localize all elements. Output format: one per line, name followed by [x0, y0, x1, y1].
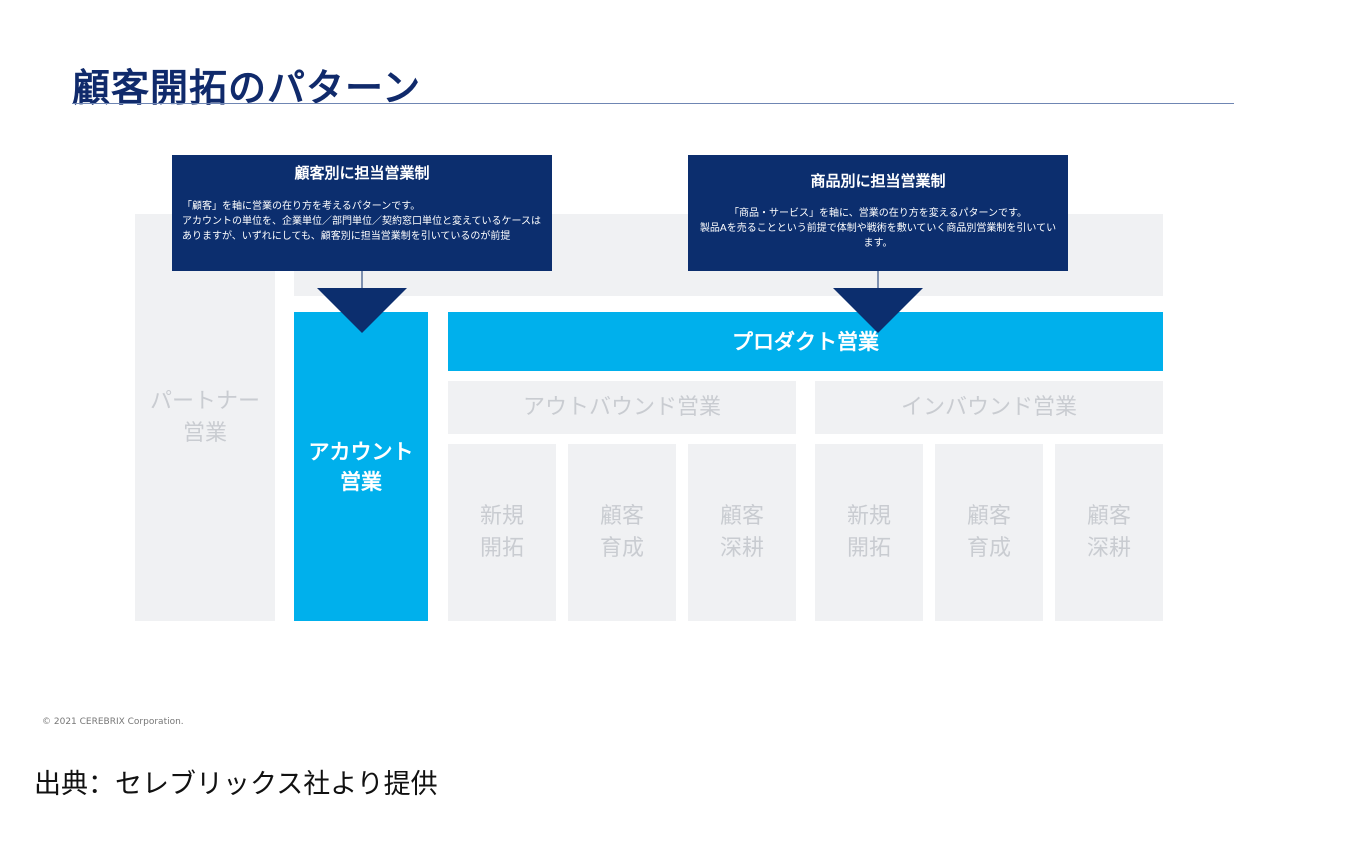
- outbound-new-box: 新規 開拓: [448, 444, 556, 621]
- account-sales-box: アカウント 営業: [294, 312, 428, 621]
- page-title: 顧客開拓のパターン: [72, 66, 422, 110]
- inbound-deepen-label: 顧客 深耕: [1086, 503, 1131, 561]
- product-pointer-arrow: [833, 270, 923, 333]
- customer-callout-body: 「顧客」を軸に営業の在り方を考えるパターンです。 アカウントの単位を、企業単位／…: [182, 201, 541, 242]
- outbound-nurture-box: 顧客 育成: [568, 444, 676, 621]
- partner-sales-box: パートナー 営業: [135, 214, 275, 621]
- inbound-sales-box: インバウンド営業: [815, 381, 1163, 434]
- account-sales-label: アカウント 営業: [308, 439, 414, 494]
- outbound-nurture-label: 顧客 育成: [599, 503, 644, 561]
- copyright-text: © 2021 CEREBRIX Corporation.: [42, 717, 184, 727]
- inbound-nurture-label: 顧客 育成: [966, 503, 1011, 561]
- customer-callout-title: 顧客別に担当営業制: [294, 164, 430, 182]
- source-caption: 出典：セレブリックス社より提供: [34, 769, 438, 800]
- outbound-sales-label: アウトバウンド営業: [522, 394, 721, 420]
- outbound-sales-box: アウトバウンド営業: [448, 381, 796, 434]
- title-rule: [72, 103, 1234, 104]
- product-callout-body: 「商品・サービス」を軸に、営業の在り方を変えるパターンです。 製品Aを売ることと…: [699, 208, 1057, 249]
- inbound-new-box: 新規 開拓: [815, 444, 923, 621]
- customer-pointer-arrow: [317, 270, 407, 333]
- inbound-sales-label: インバウンド営業: [900, 394, 1077, 420]
- outbound-new-label: 新規 開拓: [479, 503, 524, 561]
- product-callout: 商品別に担当営業制 「商品・サービス」を軸に、営業の在り方を変えるパターンです。…: [688, 155, 1068, 271]
- partner-sales-label: パートナー 営業: [149, 388, 260, 446]
- outbound-deepen-label: 顧客 深耕: [719, 503, 764, 561]
- outbound-deepen-box: 顧客 深耕: [688, 444, 796, 621]
- inbound-new-label: 新規 開拓: [846, 503, 891, 561]
- product-sales-bar: プロダクト営業: [448, 312, 1163, 371]
- customer-callout: 顧客別に担当営業制 「顧客」を軸に営業の在り方を考えるパターンです。 アカウント…: [172, 155, 552, 271]
- product-callout-title: 商品別に担当営業制: [810, 172, 946, 190]
- product-sales-label: プロダクト営業: [732, 329, 879, 354]
- inbound-deepen-box: 顧客 深耕: [1055, 444, 1163, 621]
- inbound-nurture-box: 顧客 育成: [935, 444, 1043, 621]
